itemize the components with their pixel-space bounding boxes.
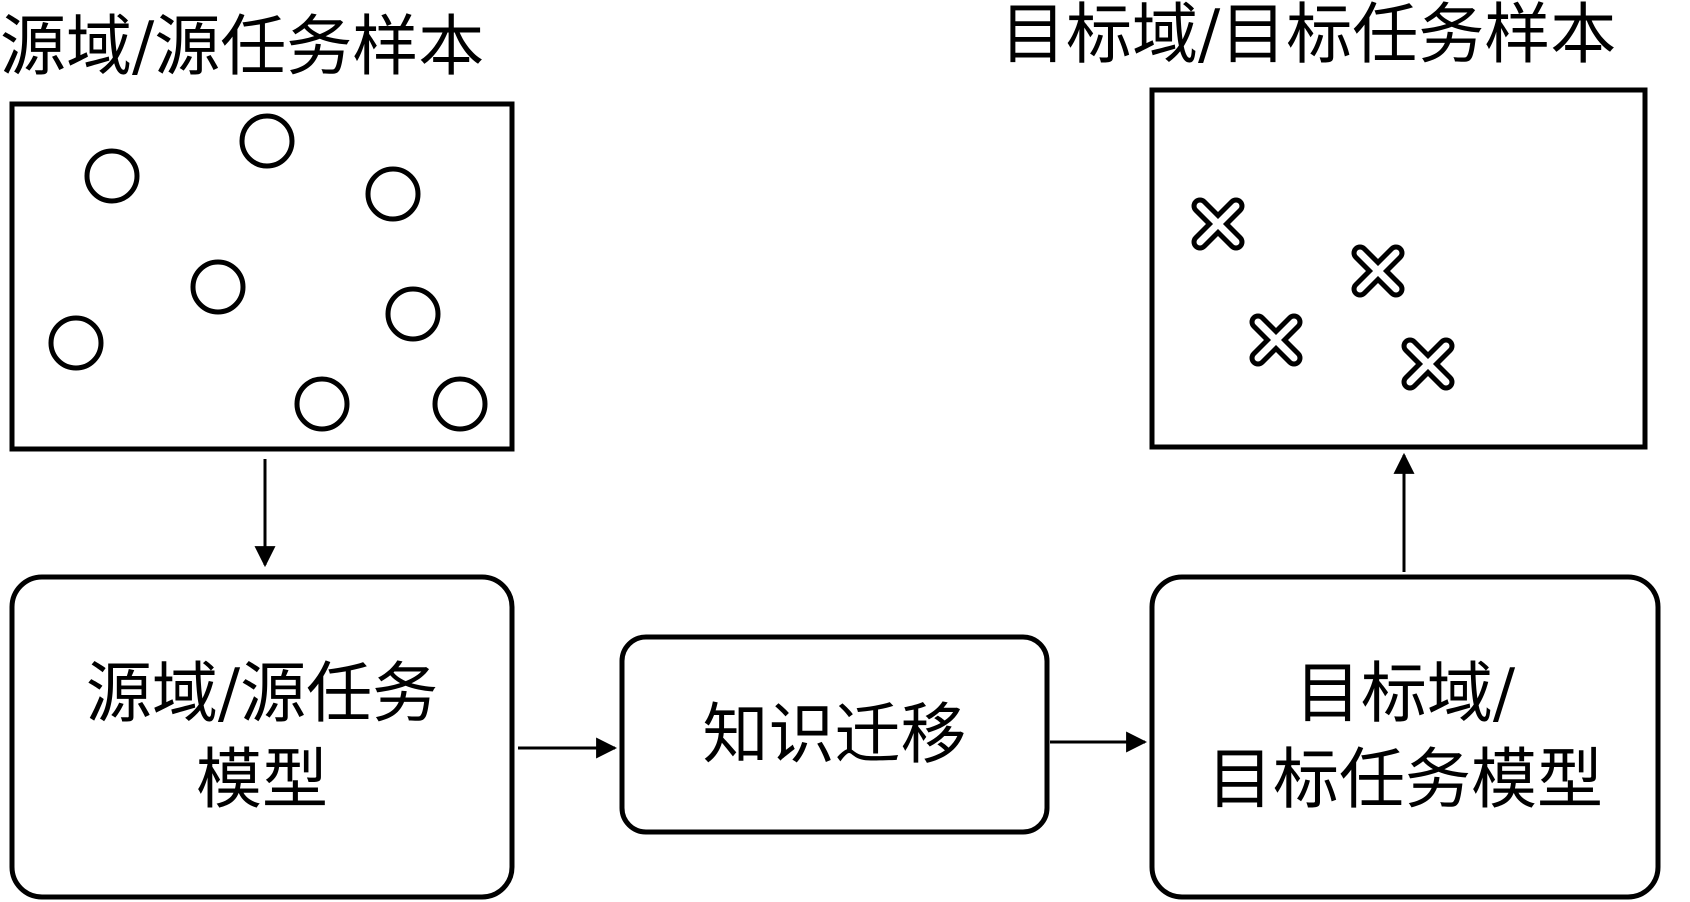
circle-sample-point — [190, 259, 246, 315]
knowledge-transfer-label: 知识迁移 — [702, 695, 967, 773]
source-model-box — [9, 574, 515, 900]
target-model-line2: 目标任务模型 — [1207, 741, 1603, 818]
source-samples-title: 源域/源任务样本 — [0, 8, 485, 85]
circle-sample-point — [48, 315, 104, 371]
source-sample-points — [48, 113, 488, 432]
target-sample-points — [1191, 197, 1455, 391]
knowledge-transfer-box — [619, 634, 1050, 835]
target-model-box — [1149, 574, 1661, 900]
circle-sample-point — [84, 148, 140, 204]
cross-sample-point — [1249, 313, 1303, 367]
source-samples-box — [9, 101, 515, 452]
circle-sample-point — [294, 376, 350, 432]
target-samples-title: 目标域/目标任务样本 — [1000, 0, 1617, 73]
source-model-line2: 模型 — [196, 741, 328, 818]
circle-sample-point — [239, 113, 295, 169]
cross-sample-point — [1191, 197, 1245, 251]
cross-sample-point — [1351, 244, 1405, 298]
target-samples-box — [1149, 87, 1648, 450]
target-model-line1: 目标域/ — [1294, 655, 1516, 733]
target-model-label: 目标域/ 目标任务模型 — [1152, 577, 1658, 897]
circle-sample-point — [385, 286, 441, 342]
circle-sample-point — [365, 166, 421, 222]
knowledge-transfer-label-wrap: 知识迁移 — [622, 637, 1047, 832]
cross-sample-point — [1401, 337, 1455, 391]
source-model-label: 源域/源任务 模型 — [12, 577, 512, 897]
circle-sample-point — [432, 376, 488, 432]
source-model-line1: 源域/源任务 — [85, 655, 439, 733]
